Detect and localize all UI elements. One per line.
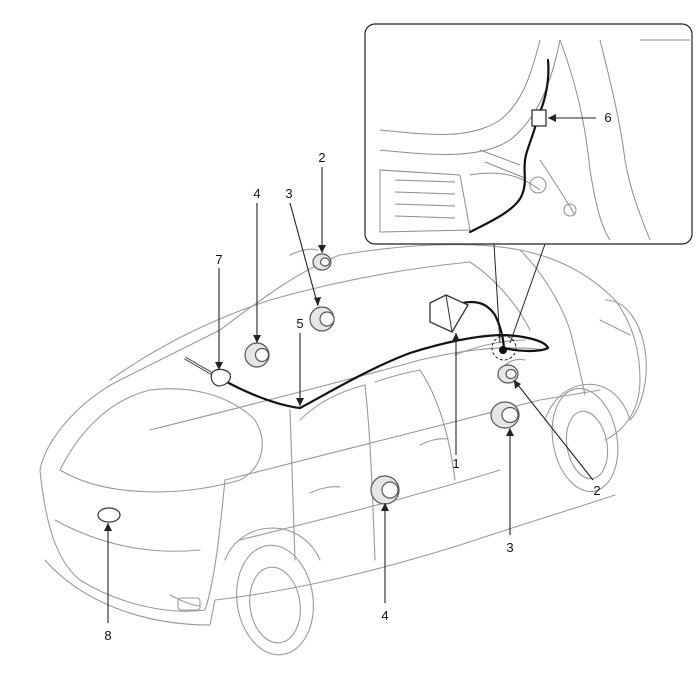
callout-8: 8 — [104, 628, 111, 643]
speaker-front-door-woofer — [490, 401, 520, 429]
callout-3-bottom: 3 — [506, 540, 513, 555]
inset-pointer-lines — [493, 243, 546, 344]
leader-lines — [104, 167, 594, 623]
speaker-front-door-tweeter — [497, 364, 519, 384]
speaker-rear-door — [370, 475, 400, 505]
rear-emblem-switch — [97, 507, 121, 523]
vehicle-outline — [39, 244, 647, 656]
callout-1: 1 — [452, 456, 459, 471]
callout-3-top: 3 — [285, 186, 292, 201]
speaker-far-side-tweeter — [312, 253, 332, 271]
callout-5: 5 — [296, 316, 303, 331]
detail-inset: 6 — [364, 23, 693, 245]
harness-junction — [499, 346, 507, 354]
callout-7: 7 — [215, 252, 222, 267]
callout-2-bottom: 2 — [593, 483, 600, 498]
audio-unit — [429, 294, 469, 333]
speaker-far-side-rear-door — [244, 342, 270, 368]
callout-4-top: 4 — [253, 186, 260, 201]
callout-4-bottom: 4 — [381, 608, 388, 623]
callout-6: 6 — [604, 110, 611, 125]
callout-2-top: 2 — [318, 150, 325, 165]
inset-connector — [531, 109, 547, 127]
antenna — [184, 356, 231, 387]
speaker-far-side-woofer — [309, 306, 335, 332]
